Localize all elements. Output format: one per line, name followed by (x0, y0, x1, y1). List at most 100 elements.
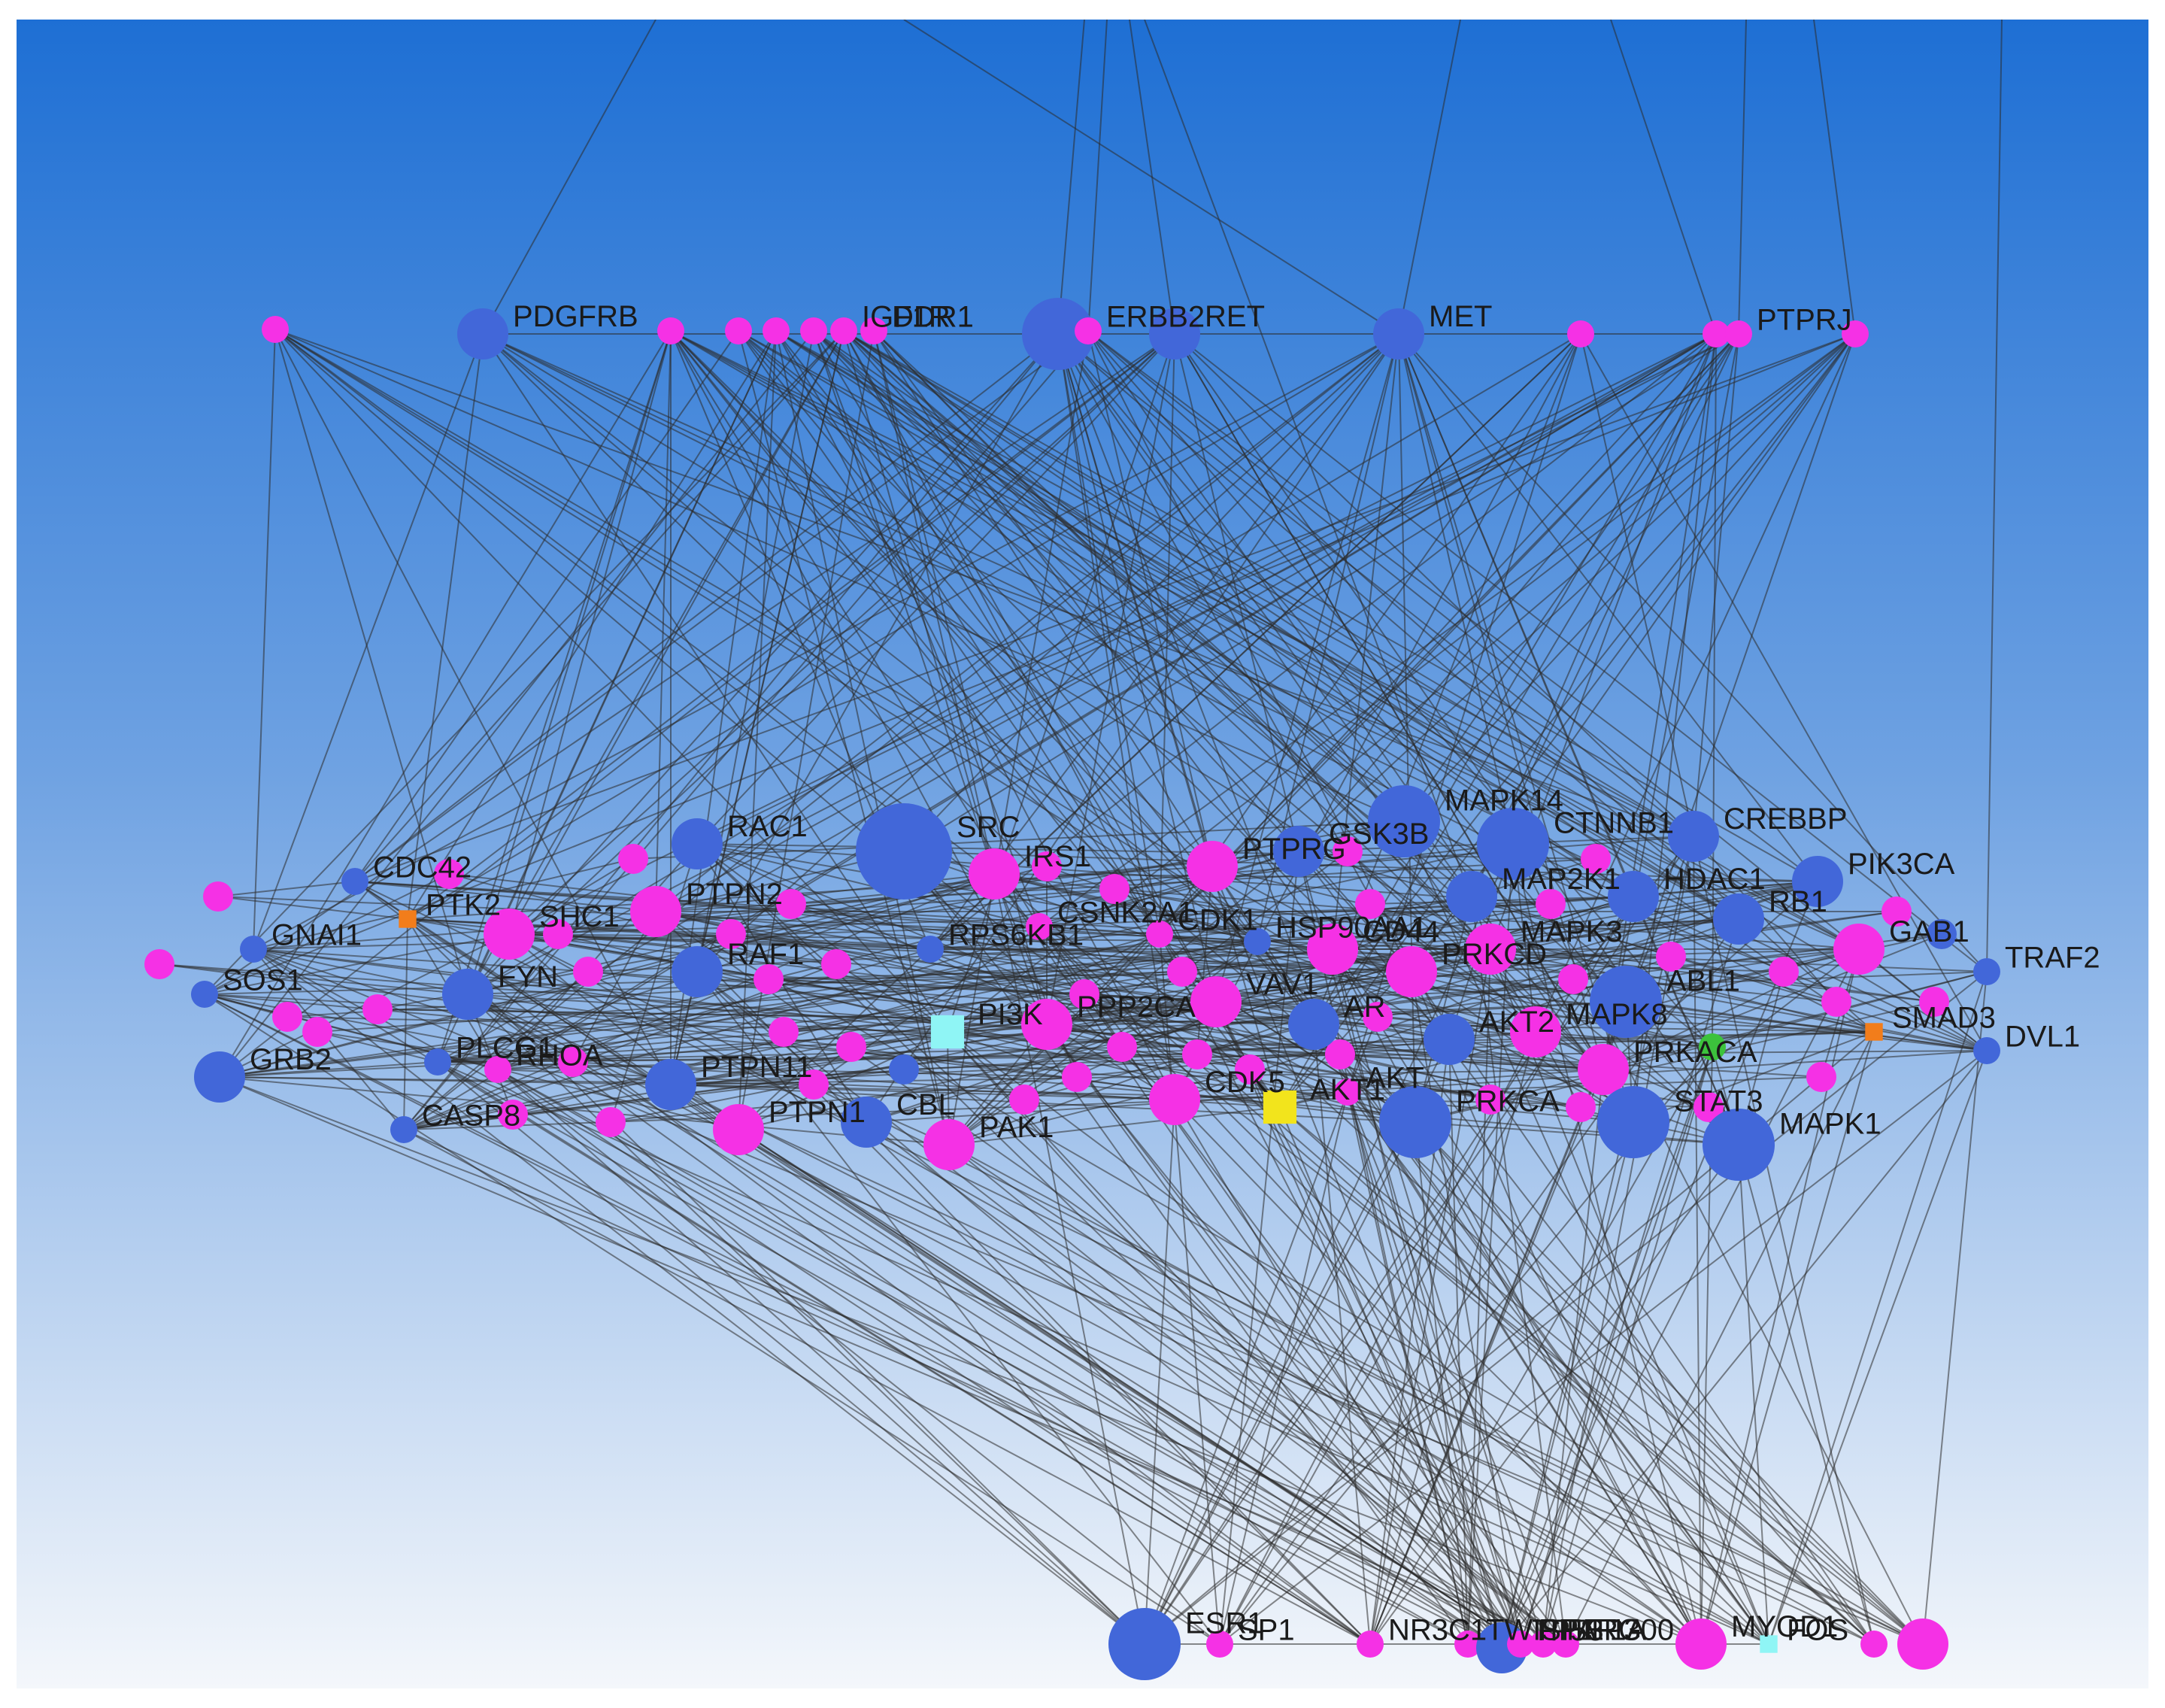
edge (1174, 333, 1581, 1100)
edge (655, 330, 672, 912)
network-node-small (1919, 987, 1949, 1017)
node-plcg1 (424, 1048, 451, 1075)
edge (738, 1129, 1521, 1645)
node-cdc42 (341, 868, 368, 895)
edge (1159, 333, 1581, 935)
edge (219, 1076, 950, 1145)
edge (1603, 948, 1860, 1070)
network-node-small (1927, 919, 1957, 949)
node-label-csnk2a1: CSNK2A1 (1057, 896, 1194, 930)
edge (287, 1016, 948, 1033)
network-node-small (1062, 1062, 1092, 1092)
edge (1565, 1031, 1875, 1645)
edge (1121, 941, 1258, 1048)
edge (655, 911, 1924, 1645)
node-label-rac1: RAC1 (727, 810, 808, 843)
node-pparg (1507, 1631, 1534, 1658)
node-prkaca (1578, 1044, 1629, 1095)
node-label-cd44: CD44 (1363, 915, 1439, 948)
edge (632, 821, 1405, 860)
node-akt2 (1424, 1014, 1475, 1065)
node-layer (144, 298, 2000, 1680)
edge (497, 1069, 1145, 1645)
network-node-small (1363, 1002, 1393, 1032)
edge (497, 843, 1514, 1070)
edge (437, 941, 1258, 1063)
edge (948, 1106, 1281, 1145)
edge (219, 333, 1717, 1078)
node-label-tp53: TP53 (1532, 1614, 1604, 1647)
node-label-myod1: MYOD1 (1731, 1610, 1838, 1643)
node-label-akt2: AKT2 (1479, 1006, 1554, 1039)
edge (253, 948, 468, 995)
edge (1159, 933, 1536, 1033)
node-raf1 (672, 946, 723, 997)
edge (843, 330, 1405, 822)
node-label-smad3: SMAD3 (1892, 1002, 1996, 1035)
node-map2k1 (1446, 871, 1497, 922)
node-erbb2 (1075, 317, 1102, 344)
edge (1501, 1050, 1988, 1649)
node-rb1 (1713, 893, 1764, 945)
edge (696, 333, 1059, 972)
node-label-ret: RET (1205, 300, 1265, 333)
node-label-mapk14: MAPK14 (1445, 784, 1563, 818)
network-node-small (1581, 844, 1611, 874)
node-t15 (1842, 320, 1869, 347)
edge (437, 1061, 1769, 1645)
node-label-cdk5: CDK5 (1205, 1066, 1285, 1099)
node-pik3ca (1792, 856, 1843, 907)
edge (467, 333, 1175, 995)
edge (204, 994, 1469, 1645)
edge (274, 329, 672, 1085)
edge (1610, 20, 1717, 335)
node-label-esr1: ESR1 (1185, 1607, 1264, 1640)
node-cdk5 (1149, 1074, 1200, 1125)
edge (512, 933, 1160, 1115)
edge (467, 971, 1183, 995)
network-node-small (1355, 889, 1385, 919)
node-label-ctnnb1: CTNNB1 (1554, 807, 1674, 840)
network-node-small (543, 919, 573, 949)
node-label-cdk1: CDK1 (1178, 904, 1258, 937)
edge (696, 843, 1596, 860)
edge (437, 1061, 1371, 1645)
edge (1159, 333, 1739, 935)
edge (467, 333, 1059, 995)
edge (253, 333, 1399, 950)
edge (1398, 20, 1461, 335)
network-node-small (302, 1017, 332, 1047)
node-dvl1 (1973, 1037, 2000, 1064)
network-node-small (1558, 964, 1588, 994)
edge (437, 1061, 1145, 1645)
node-shc1 (484, 909, 535, 960)
edge (1986, 20, 2003, 972)
node-label-mapk8: MAPK8 (1566, 998, 1668, 1031)
node-label-cbl: CBL (896, 1088, 955, 1121)
network-node-small (716, 919, 746, 949)
edge (1580, 333, 1988, 1051)
edge (1087, 20, 1108, 335)
edge (1087, 330, 1713, 1048)
edge (1279, 896, 1472, 1108)
node-label-dvl1: DVL1 (2005, 1021, 2080, 1054)
edge (1144, 971, 1988, 1645)
edge (1580, 333, 1694, 837)
node-label-mapk1: MAPK1 (1779, 1108, 1881, 1141)
node-label-ptpn11: PTPN11 (701, 1051, 812, 1084)
network-node-small (434, 859, 464, 889)
edge (204, 994, 1502, 1649)
edge (783, 896, 1472, 1033)
edge (508, 333, 1175, 935)
edge (219, 333, 1175, 1078)
node-pak1 (923, 1119, 975, 1170)
edge (1174, 333, 1988, 972)
edge (1159, 933, 1220, 1645)
edge (354, 881, 1924, 1645)
edge (1693, 836, 1702, 1645)
node-hif1a (1530, 1631, 1557, 1658)
edge (467, 994, 1544, 1645)
node-label-stat3: STAT3 (1674, 1085, 1763, 1118)
node-label-ppp2ca: PPP2CA (1077, 991, 1196, 1024)
edge (1403, 333, 1856, 822)
